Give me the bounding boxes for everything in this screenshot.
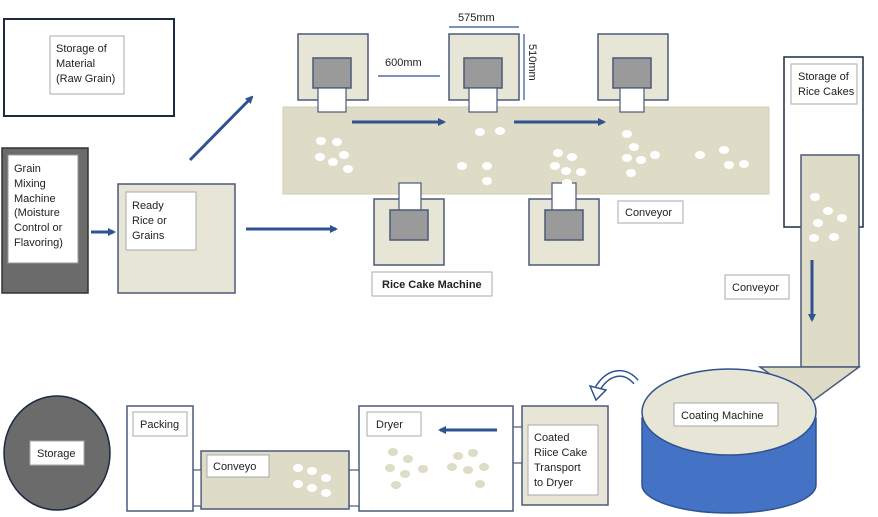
storage-material-box: Storage of Material (Raw Grain) bbox=[3, 18, 175, 117]
coating-machine: Coating Machine bbox=[641, 368, 817, 514]
storage-label: Storage bbox=[37, 448, 76, 460]
ready-rice-label-3: Grains bbox=[132, 230, 165, 242]
grain-mixing-label-1: Grain bbox=[14, 163, 41, 175]
conveyor-top-label: Conveyor bbox=[625, 207, 672, 219]
dimension-gap: 600mm bbox=[378, 57, 440, 77]
rice-cake-machine-label-box bbox=[371, 271, 493, 297]
rice-cake-machine-top-3 bbox=[597, 33, 669, 113]
ready-rice-label-1: Ready bbox=[132, 200, 164, 212]
conveyor-top-label-box bbox=[617, 200, 684, 224]
dimension-width: 575mm bbox=[449, 12, 519, 28]
bottom-conveyor: Conveyo bbox=[200, 450, 350, 510]
main-conveyor bbox=[282, 106, 770, 195]
conveyor-right-label-box bbox=[724, 274, 790, 300]
storage-rice-cakes-label-1: Storage of bbox=[798, 71, 850, 83]
dimension-height-label: 510mm bbox=[526, 44, 538, 81]
dryer: Dryer bbox=[358, 405, 514, 512]
storage-material-label-3: (Raw Grain) bbox=[56, 73, 115, 85]
grain-mixing-label-4: (Moisture bbox=[14, 207, 60, 219]
dryer-label: Dryer bbox=[376, 419, 403, 431]
dimension-width-label: 575mm bbox=[458, 12, 495, 24]
rice-cake-machine-top-1 bbox=[297, 33, 369, 113]
vertical-conveyor bbox=[757, 154, 862, 404]
ready-rice-label-2: Rice or bbox=[132, 215, 167, 227]
rice-cakes-on-conveyor bbox=[315, 127, 749, 187]
coated-transport-label-4: to Dryer bbox=[534, 477, 573, 489]
storage-material-label-1: Storage of bbox=[56, 43, 108, 55]
rice-cake-machine-label: Rice Cake Machine bbox=[382, 279, 482, 291]
packing-label: Packing bbox=[140, 419, 179, 431]
coated-transport-box: Coated Riice Cake Transport to Dryer bbox=[521, 405, 609, 506]
packing-box: Packing bbox=[126, 405, 194, 512]
dimension-height: 510mm bbox=[523, 34, 538, 100]
rice-cake-machine-bottom-1 bbox=[373, 182, 445, 266]
conveyor-connector bbox=[192, 469, 202, 507]
grain-mixing-machine: Grain Mixing Machine (Moisture Control o… bbox=[1, 147, 89, 294]
grain-mixing-label-6: Flavoring) bbox=[14, 237, 63, 249]
conveyor-right-label: Conveyor bbox=[732, 282, 779, 294]
storage-material-label-2: Material bbox=[56, 58, 95, 70]
storage-circle: Storage bbox=[3, 395, 111, 511]
rice-cake-machine-top-2 bbox=[448, 33, 520, 113]
grain-mixing-label-5: Control or bbox=[14, 222, 63, 234]
coated-transport-label-2: Riice Cake bbox=[534, 447, 587, 459]
grain-mixing-label-2: Mixing bbox=[14, 178, 46, 190]
arrow-ready-up bbox=[188, 95, 254, 162]
rice-cake-machine-bottom-2 bbox=[528, 182, 600, 266]
dryer-connector bbox=[348, 469, 360, 507]
coated-transport-label-1: Coated bbox=[534, 432, 569, 444]
grain-mixing-label-3: Machine bbox=[14, 193, 56, 205]
curved-arrow-head bbox=[588, 384, 608, 402]
coated-transport-label-3: Transport bbox=[534, 462, 581, 474]
conveyo-label: Conveyo bbox=[213, 461, 256, 473]
storage-rice-cakes-label-2: Rice Cakes bbox=[798, 86, 855, 98]
coating-machine-label: Coating Machine bbox=[681, 410, 764, 422]
dimension-gap-label: 600mm bbox=[385, 57, 422, 69]
ready-rice-box: Ready Rice or Grains bbox=[117, 183, 236, 294]
